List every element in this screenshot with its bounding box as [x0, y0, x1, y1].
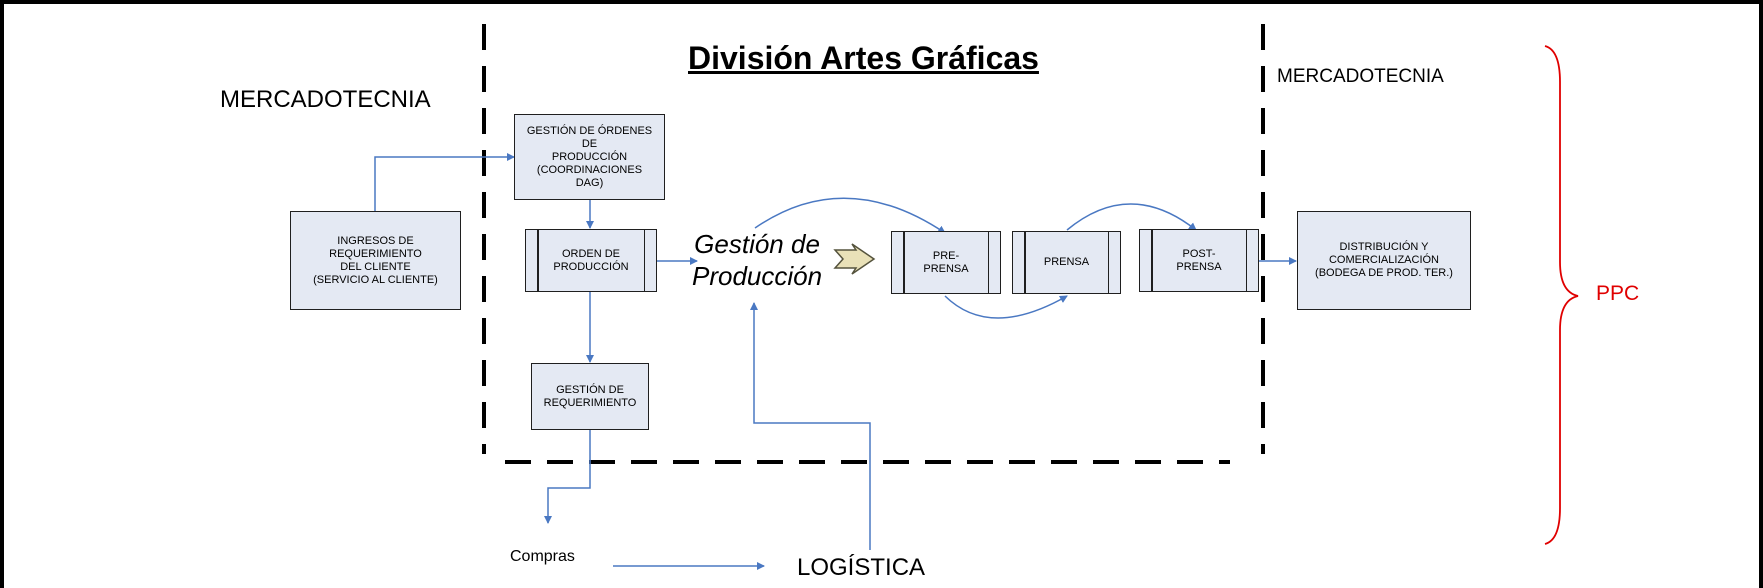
box-post-prensa: POST- PRENSA	[1139, 229, 1259, 292]
logistica-label: LOGÍSTICA	[797, 554, 926, 581]
ppc-label: PPC	[1596, 282, 1640, 305]
block-arrow-icon	[833, 243, 876, 275]
box-distribucion-comercializacion: DISTRIBUCIÓN Y COMERCIALIZACIÓN (BODEGA …	[1297, 211, 1471, 310]
mercadotecnia-right-label: MERCADOTECNIA	[1277, 66, 1444, 87]
box-orden-produccion: ORDEN DE PRODUCCIÓN	[525, 229, 657, 292]
division-boundary	[482, 24, 1265, 464]
link-requerimiento-to-compras	[544, 430, 591, 524]
box-gestion-ordenes: GESTIÓN DE ÓRDENES DE PRODUCCIÓN (COORDI…	[514, 114, 665, 200]
diagram-title: División Artes Gráficas	[688, 40, 1039, 76]
arc-to-pre-prensa	[754, 197, 946, 234]
box-pre-prensa: PRE- PRENSA	[891, 231, 1001, 294]
gestion-produccion-label: Gestión de Producción	[692, 229, 823, 291]
mercadotecnia-left-label: MERCADOTECNIA	[220, 86, 431, 113]
arc-pre-prensa-to-prensa	[944, 295, 1068, 319]
link-ingresos-to-gestion-ordenes	[374, 153, 515, 211]
box-ingresos-requerimiento: INGRESOS DE REQUERIMIENTO DEL CLIENTE (S…	[290, 211, 461, 310]
box-gestion-requerimiento: GESTIÓN DE REQUERIMIENTO	[531, 363, 649, 430]
box-prensa: PRENSA	[1012, 231, 1121, 294]
link-logistica-to-gestion-produccion	[750, 302, 871, 550]
ppc-brace	[1544, 45, 1579, 545]
compras-label: Compras	[510, 548, 575, 565]
arc-prensa-to-post-prensa	[1066, 203, 1197, 231]
